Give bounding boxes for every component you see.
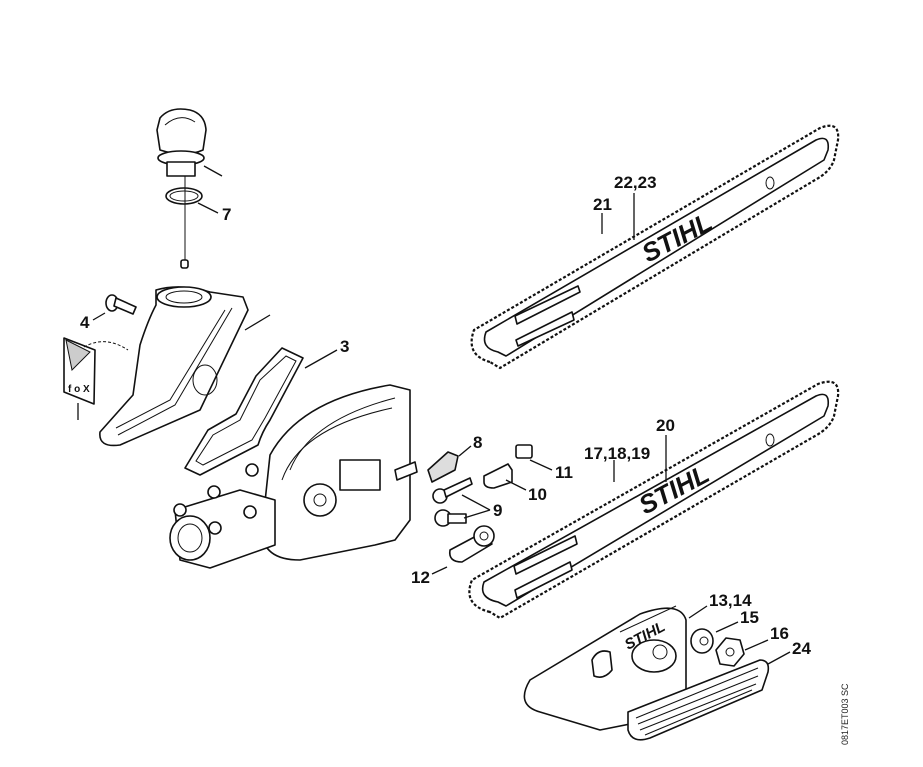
gasket <box>184 347 338 476</box>
sprocket-cover: STIHL <box>523 605 708 731</box>
tensioner-slide <box>427 445 472 483</box>
callout-8: 8 <box>473 433 483 452</box>
callout-4: 4 <box>80 313 90 332</box>
callout-10: 10 <box>528 485 547 504</box>
clip <box>515 444 553 471</box>
guide-bar-upper: STIHL <box>470 124 840 370</box>
warning-label: f o X <box>63 337 129 420</box>
chain-guard-scabbard <box>627 651 791 741</box>
svg-text:STIHL: STIHL <box>637 207 717 269</box>
nut <box>715 637 769 667</box>
callout-20: 20 <box>656 416 675 435</box>
callout-16: 16 <box>770 624 789 643</box>
callout-21: 21 <box>593 195 612 214</box>
callout-24: 24 <box>792 639 811 658</box>
drawing-reference-code: 0817ET003 SC <box>840 683 850 745</box>
screw <box>92 294 137 321</box>
oil-tank-housing <box>99 286 271 447</box>
gear-housing <box>169 384 418 569</box>
svg-text:STIHL: STIHL <box>634 459 714 521</box>
callout-7: 7 <box>222 205 232 224</box>
callout-15: 15 <box>740 608 759 627</box>
o-ring <box>165 176 219 269</box>
callout-22-23: 22,23 <box>614 173 657 192</box>
washer <box>690 621 739 654</box>
callout-9: 9 <box>493 501 503 520</box>
svg-text:f o X: f o X <box>68 384 90 395</box>
callout-3: 3 <box>340 337 350 356</box>
callout-11: 11 <box>555 463 573 482</box>
callout-13-14: 13,14 <box>709 591 752 610</box>
callout-12: 12 <box>411 568 430 587</box>
guide-bar-lower: STIHL <box>468 380 840 620</box>
bracket <box>483 463 527 491</box>
oil-tank-cap <box>156 108 223 177</box>
tensioner-screws <box>432 477 491 527</box>
tensioner-block <box>431 525 495 575</box>
callout-17-18-19: 17,18,19 <box>584 444 651 463</box>
